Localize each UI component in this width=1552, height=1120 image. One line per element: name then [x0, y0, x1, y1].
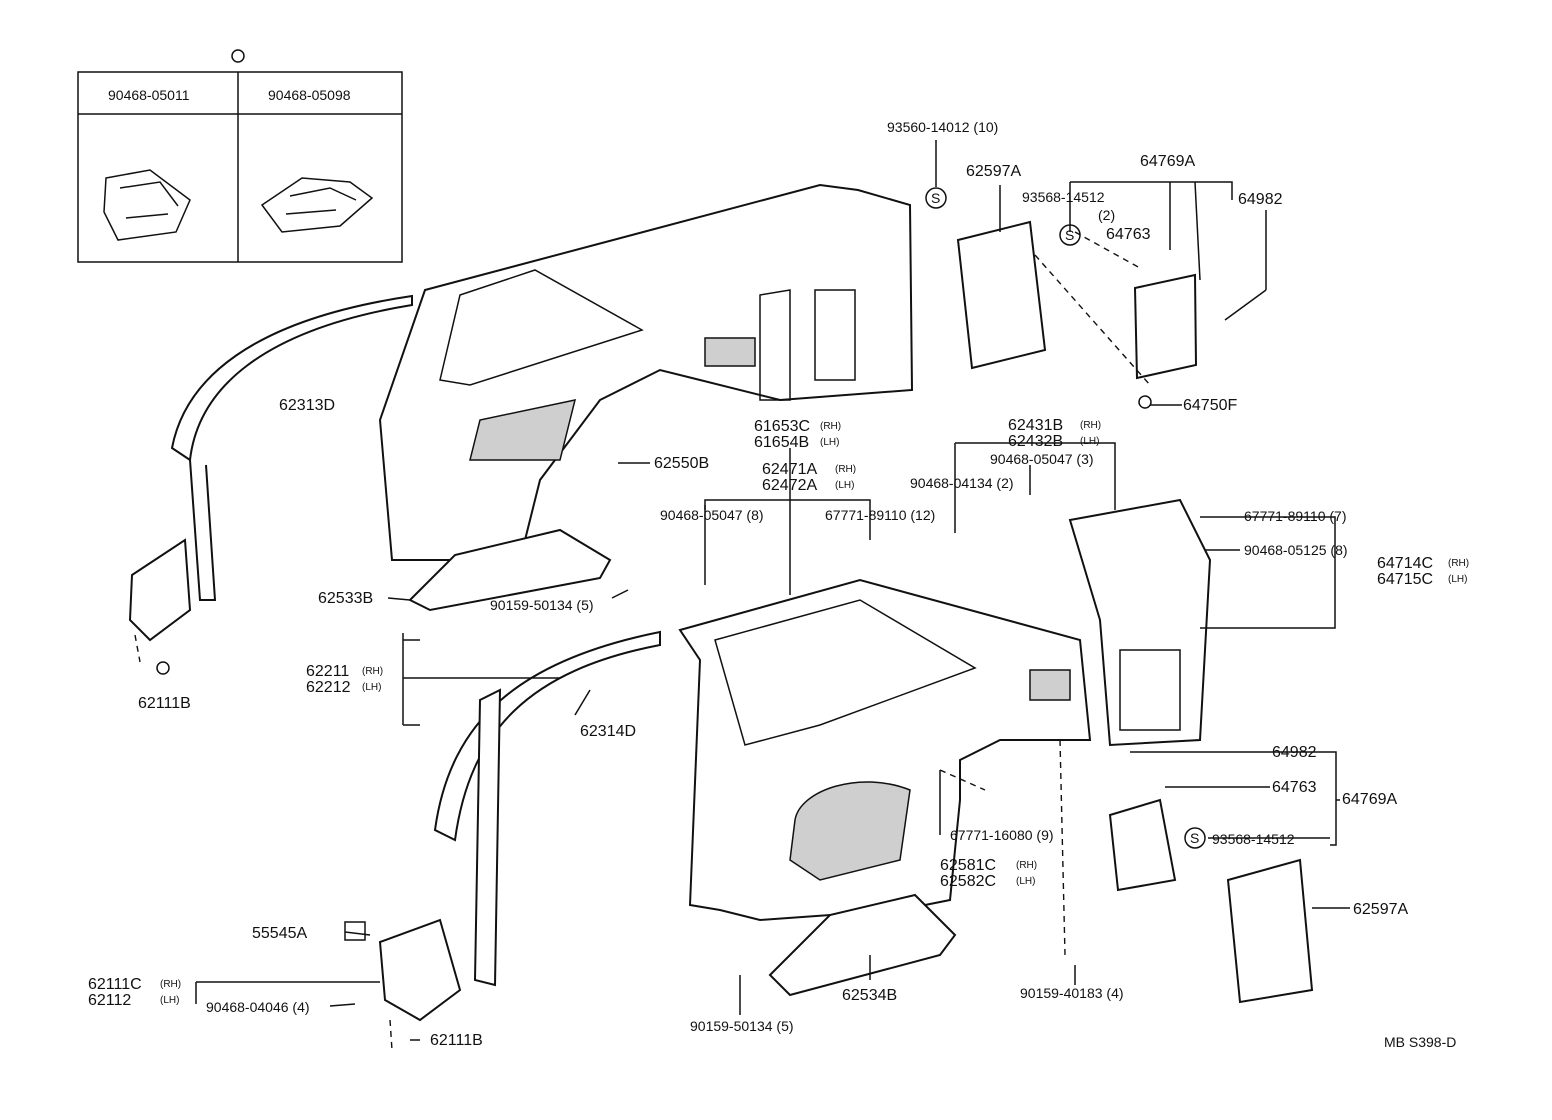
- clip-05011-drawing: [103, 169, 191, 241]
- label-90468-04134-2: 90468-04134 (2): [910, 475, 1014, 491]
- label-64982-top: 64982: [1238, 191, 1283, 208]
- label-62111c: 62111C: [88, 976, 142, 993]
- quarter-trim-lower-drawing: [678, 578, 1092, 922]
- label-64715c-side: (LH): [1448, 574, 1468, 585]
- label-62432b-side: (LH): [1080, 436, 1100, 447]
- cover-64769a-upper-drawing: [1133, 273, 1198, 380]
- label-90468-05047-8: 90468-05047 (8): [660, 507, 764, 523]
- scuff-plate-62534b-drawing: [768, 893, 957, 997]
- label-90468-04046-4: 90468-04046 (4): [206, 999, 310, 1015]
- label-62313d: 62313D: [279, 397, 336, 414]
- label-64714c-side: (RH): [1448, 558, 1470, 569]
- leader-lines: [195, 140, 1350, 1041]
- label-62550b: 62550B: [654, 455, 710, 472]
- label-90468-05047-3: 90468-05047 (3): [990, 451, 1094, 467]
- label-62582c-side: (LH): [1016, 876, 1036, 887]
- label-62111b-upper: 62111B: [138, 695, 191, 712]
- label-62581c-side: (RH): [1016, 860, 1038, 871]
- diagram-code: MB S398-D: [1384, 1034, 1457, 1050]
- label-62431b: 62431B: [1008, 417, 1064, 434]
- label-64763-top: 64763: [1106, 226, 1151, 243]
- label-62534b: 62534B: [842, 987, 898, 1004]
- inset-col-1: 90468-05011: [108, 87, 190, 103]
- label-61654b: 61654B: [754, 434, 810, 451]
- label-90468-05125-8: 90468-05125 (8): [1244, 542, 1348, 558]
- cap-55545a-drawing: [344, 921, 366, 941]
- label-64750f: 64750F: [1183, 397, 1238, 414]
- label-62112: 62112: [88, 992, 132, 1009]
- s-symbol-3: S: [1190, 830, 1200, 846]
- label-55545a: 55545A: [252, 925, 308, 942]
- label-62471a-side: (RH): [835, 464, 857, 475]
- bracket-62111b-upper-drawing: [128, 538, 192, 642]
- label-64763-lower: 64763: [1272, 779, 1317, 796]
- label-qty-2: (2): [1098, 207, 1116, 223]
- s-symbols: [925, 187, 1206, 849]
- label-90159-50134-5-upper: 90159-50134 (5): [490, 597, 594, 613]
- scuff-plate-62533b-drawing: [408, 528, 612, 612]
- s-symbol-1: S: [931, 190, 941, 206]
- box-62597a-lower-drawing: [1226, 858, 1314, 1004]
- label-62314d: 62314D: [580, 723, 637, 740]
- label-64769a-lower: 64769A: [1342, 791, 1398, 808]
- quarter-trim-upper-drawing: [378, 183, 914, 561]
- label-62597a-lower: 62597A: [1353, 901, 1409, 918]
- box-62597a-upper-drawing: [956, 220, 1047, 370]
- label-61654b-side: (LH): [820, 437, 840, 448]
- label-62597a-top: 62597A: [966, 163, 1022, 180]
- label-67771-89110-12: 67771-89110 (12): [825, 507, 936, 523]
- label-64982-lower: 64982: [1272, 744, 1317, 761]
- label-62582c: 62582C: [940, 873, 997, 890]
- s-symbol-icon: [231, 49, 245, 63]
- label-61653c: 61653C: [754, 418, 811, 435]
- label-62112-side: (LH): [160, 995, 180, 1006]
- vent-grille-upper: [704, 337, 756, 367]
- label-62533b: 62533B: [318, 590, 374, 607]
- label-61653c-side: (RH): [820, 421, 842, 432]
- label-62212-side: (LH): [362, 682, 382, 693]
- label-90159-40183-4: 90159-40183 (4): [1020, 985, 1124, 1001]
- label-62472a-side: (LH): [835, 480, 855, 491]
- label-62431b-side: (RH): [1080, 420, 1102, 431]
- cover-64769a-lower-drawing: [1108, 798, 1177, 892]
- s-symbol-2: S: [1065, 227, 1075, 243]
- label-64715c: 64715C: [1377, 571, 1434, 588]
- label-93560-14012: 93560-14012 (10): [887, 119, 999, 135]
- label-62432b: 62432B: [1008, 433, 1064, 450]
- label-64714c: 64714C: [1377, 555, 1434, 572]
- pillar-trim-62313d-drawing: [170, 294, 413, 462]
- label-93568-14512-top: 93568-14512: [1022, 189, 1105, 205]
- label-67771-16080-9: 67771-16080 (9): [950, 827, 1054, 843]
- label-62111b-lower: 62111B: [430, 1032, 483, 1049]
- inset-table: [77, 49, 403, 263]
- label-93568-14512-lower: 93568-14512: [1212, 831, 1295, 847]
- inset-col-2: 90468-05098: [268, 87, 351, 103]
- panel-64714c-drawing: [1068, 498, 1212, 747]
- label-62212: 62212: [306, 679, 351, 696]
- bracket-62111c-drawing: [378, 918, 462, 1022]
- label-62472a: 62472A: [762, 477, 818, 494]
- label-62471a: 62471A: [762, 461, 818, 478]
- label-62111c-side: (RH): [160, 979, 182, 990]
- label-64769a-top: 64769A: [1140, 153, 1196, 170]
- label-62581c: 62581C: [940, 857, 997, 874]
- label-62211: 62211: [306, 663, 350, 680]
- label-62211-side: (RH): [362, 666, 384, 677]
- clip-05098-drawing: [260, 177, 374, 233]
- label-67771-89110-7: 67771-89110 (7): [1244, 508, 1347, 524]
- label-90159-50134-5-lower: 90159-50134 (5): [690, 1018, 794, 1034]
